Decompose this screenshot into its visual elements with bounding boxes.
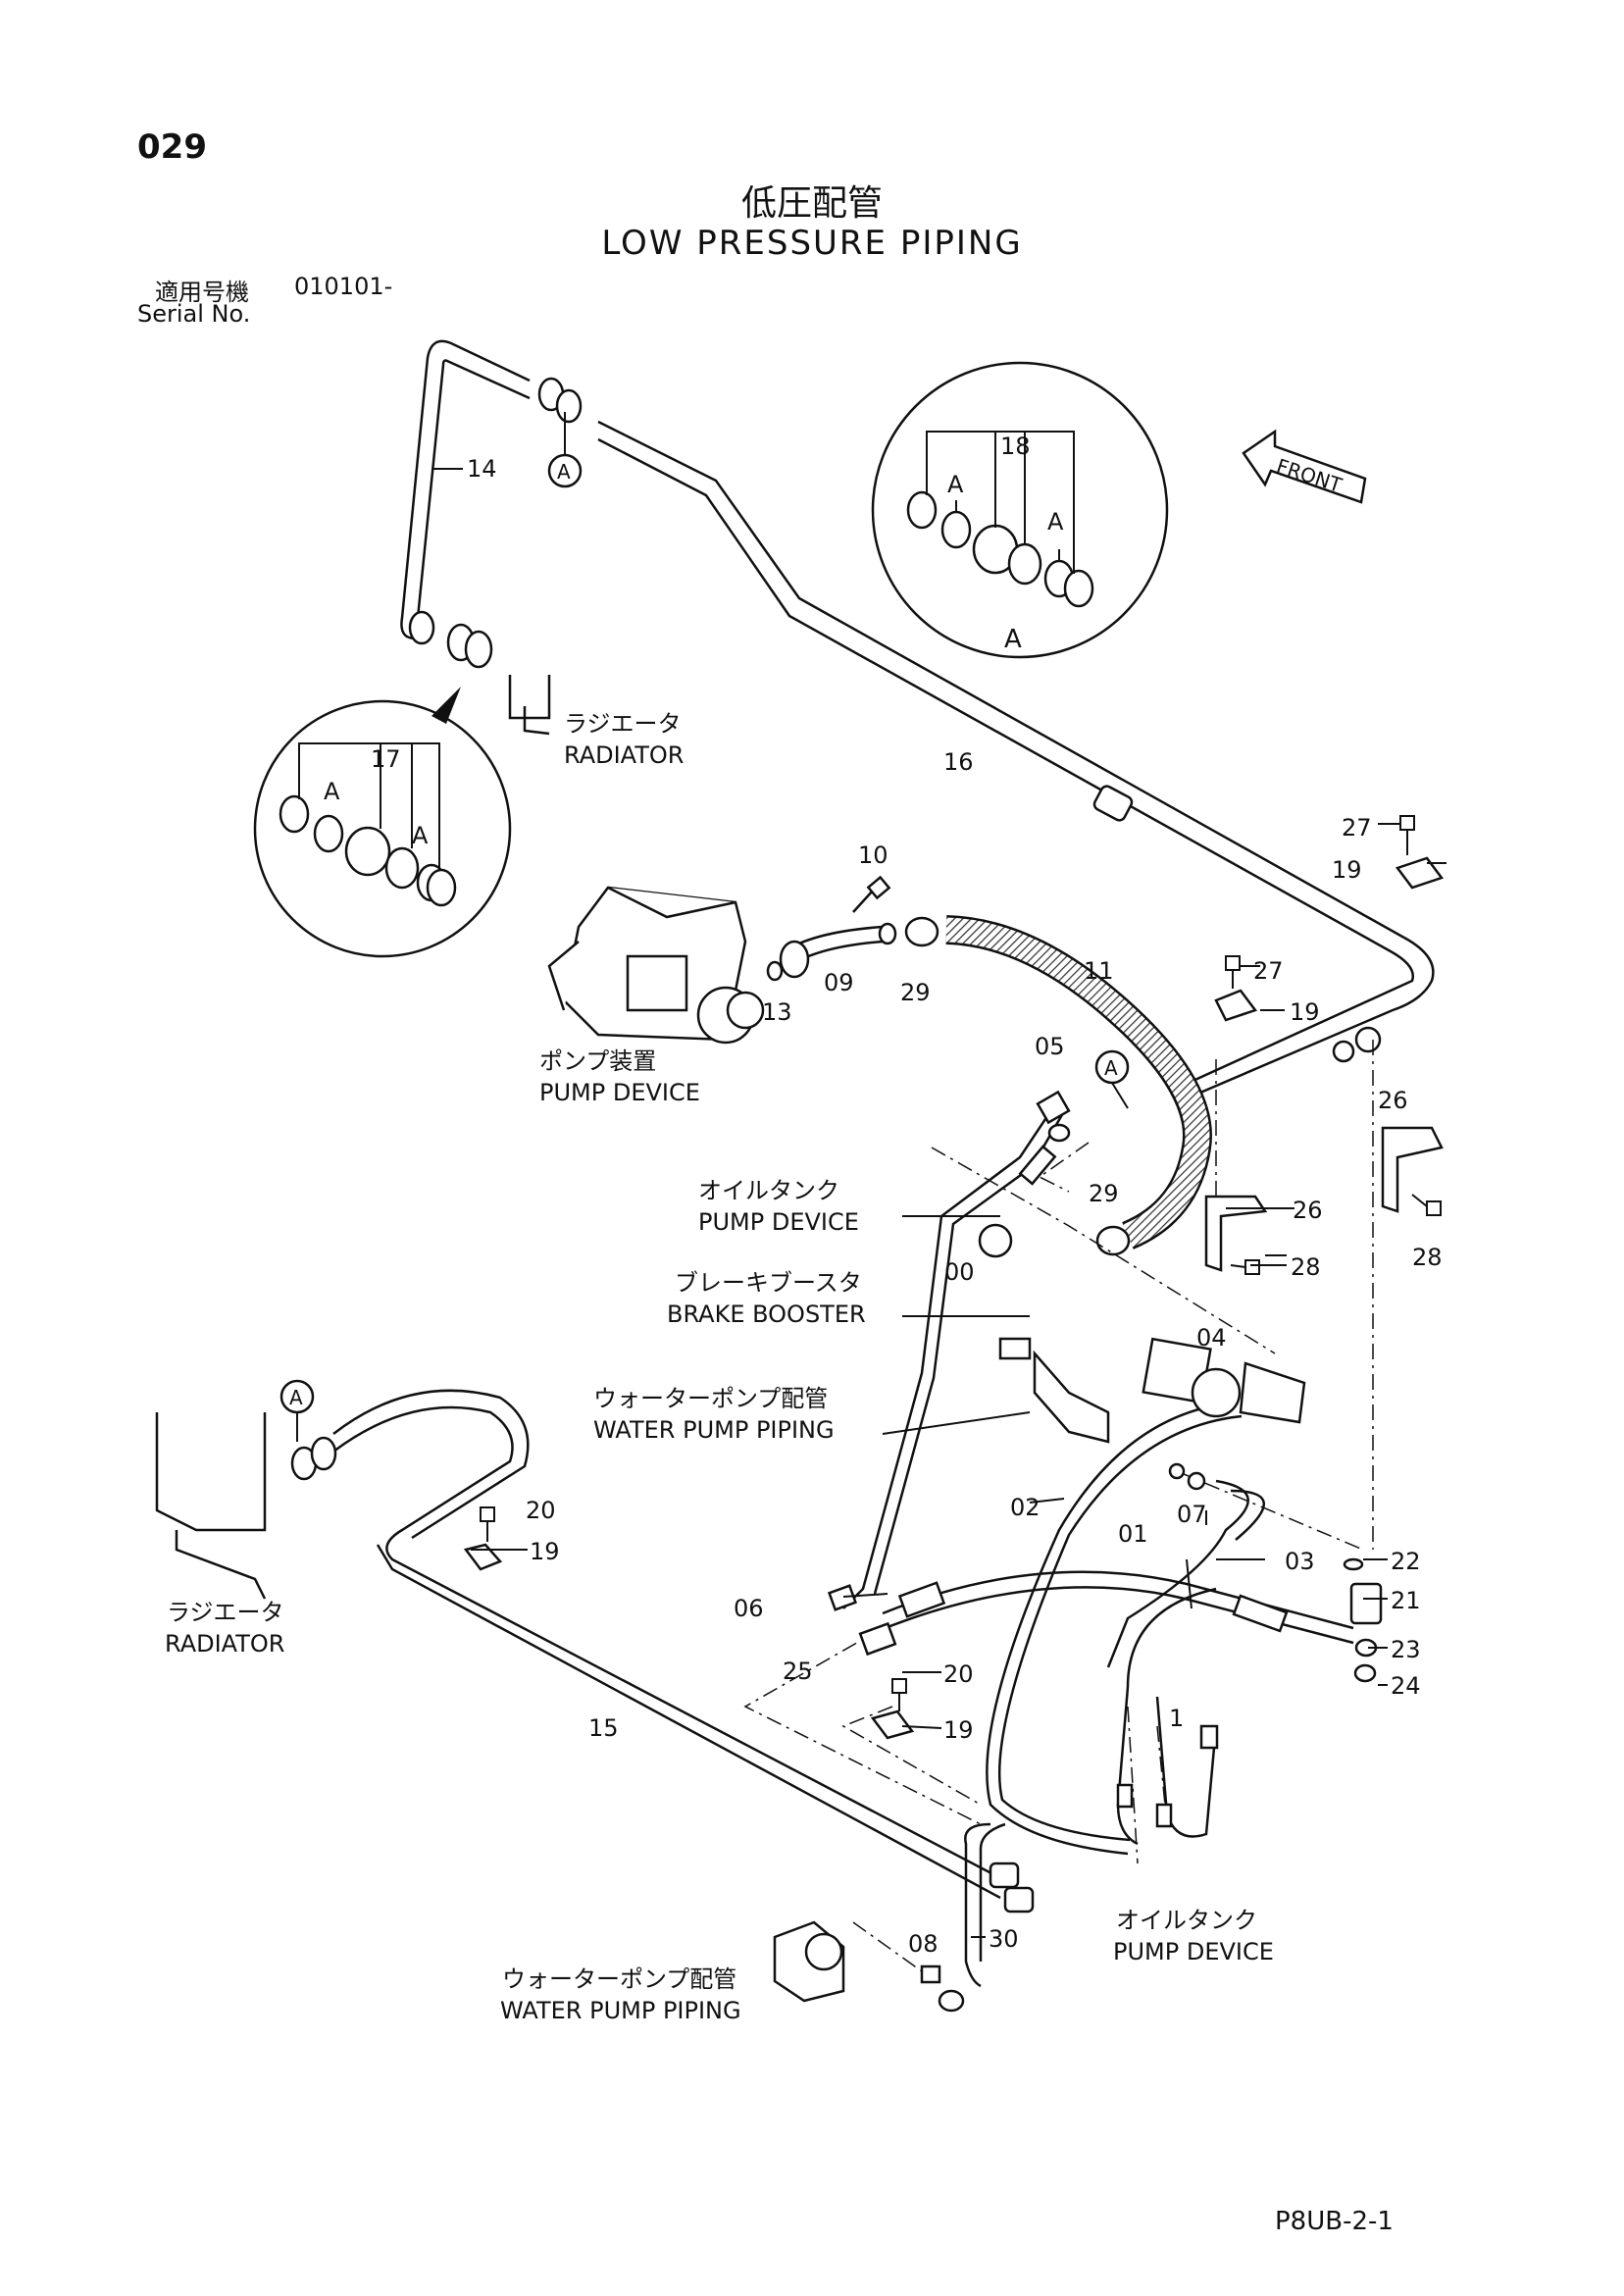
svg-text:26: 26 (1293, 1197, 1323, 1224)
svg-text:21: 21 (1391, 1587, 1421, 1614)
front-arrow-icon: FRONT (1242, 429, 1367, 504)
svg-text:13: 13 (762, 998, 792, 1026)
component-labels: オイルタンク PUMP DEVICE ブレーキブースタ BRAKE BOOSTE… (500, 1177, 1274, 2024)
svg-text:20: 20 (943, 1660, 974, 1688)
svg-text:16: 16 (943, 748, 974, 776)
svg-text:30: 30 (989, 1925, 1019, 1953)
radiator-stub-top (508, 675, 551, 736)
detail-circle-a-top: A 18 A A (871, 361, 1169, 659)
svg-text:05: 05 (1035, 1033, 1065, 1060)
svg-text:07: 07 (1177, 1501, 1207, 1528)
svg-text:20: 20 (526, 1497, 556, 1524)
svg-text:00: 00 (944, 1258, 975, 1286)
svg-text:19: 19 (943, 1716, 974, 1744)
svg-text:03: 03 (1285, 1548, 1315, 1575)
svg-text:25: 25 (783, 1658, 813, 1685)
serial-label-japanese: 適用号機 (155, 279, 249, 306)
hydraulic-lines (842, 1097, 1354, 1988)
water-pump-en-lower: WATER PUMP PIPING (500, 1997, 741, 2024)
pump-device-en: PUMP DEVICE (539, 1079, 700, 1106)
title-japanese: 低圧配管 (740, 183, 883, 224)
svg-text:27: 27 (1342, 814, 1372, 842)
radiator-lower (155, 1412, 267, 1600)
pipe-14 (400, 339, 531, 640)
part-callouts: 14 16 10 11 13 09 29 05 29 27 19 27 19 2… (467, 455, 1443, 1958)
oil-tank-jp-upper: オイルタンク (698, 1177, 839, 1204)
page-number: 029 (137, 128, 207, 167)
center-lines (743, 1040, 1374, 1972)
svg-text:23: 23 (1391, 1636, 1421, 1663)
oil-tank-en-lower: PUMP DEVICE (1113, 1938, 1274, 1965)
svg-text:1: 1 (1169, 1705, 1184, 1732)
detail-a-label-top: A (1004, 625, 1022, 654)
oil-tank-en-upper: PUMP DEVICE (698, 1208, 859, 1236)
brake-booster-jp: ブレーキブースタ (675, 1269, 862, 1297)
leader-lines (296, 412, 1446, 1938)
svg-text:27: 27 (1253, 957, 1284, 985)
svg-text:26: 26 (1378, 1087, 1408, 1114)
brake-booster-en: BRAKE BOOSTER (667, 1301, 866, 1328)
radiator-en-lower: RADIATOR (165, 1630, 284, 1658)
svg-text:24: 24 (1391, 1672, 1421, 1700)
part-18: 18 (1000, 433, 1031, 460)
svg-text:15: 15 (588, 1714, 619, 1742)
svg-text:A: A (1104, 1056, 1118, 1080)
coupler-icon (1092, 785, 1382, 1063)
svg-text:22: 22 (1391, 1548, 1421, 1575)
svg-text:14: 14 (467, 455, 497, 483)
oil-tank-jp-lower: オイルタンク (1116, 1907, 1257, 1934)
hose-clamp-icon (408, 377, 583, 669)
radiator-jp-top: ラジエータ (564, 710, 682, 738)
water-pump-jp-upper: ウォーターポンプ配管 (593, 1385, 828, 1412)
water-pump-jp-lower: ウォーターポンプ配管 (502, 1965, 736, 1993)
svg-text:19: 19 (530, 1538, 560, 1565)
small-bolt-icon (480, 815, 1442, 1711)
svg-text:29: 29 (1089, 1180, 1119, 1207)
hose-11 (904, 915, 1212, 1256)
serial-value: 010101- (294, 273, 393, 300)
svg-text:11: 11 (1084, 957, 1114, 985)
marker-a-labels: A A A (289, 460, 1118, 1409)
bolt-icon (852, 875, 891, 913)
svg-text:A: A (557, 460, 571, 484)
radiator-en-top: RADIATOR (564, 741, 684, 769)
detail-circle-a-left: 17 A A (253, 687, 512, 958)
bracket-icon (463, 856, 1445, 1740)
svg-text:28: 28 (1412, 1244, 1443, 1271)
hose-09 (766, 922, 897, 982)
footer-code: P8UB-2-1 (1275, 2207, 1394, 2236)
svg-text:08: 08 (908, 1930, 939, 1958)
serial-label-english: Serial No. (137, 300, 251, 328)
water-pump-en-upper: WATER PUMP PIPING (593, 1416, 835, 1444)
svg-text:02: 02 (1010, 1494, 1040, 1521)
svg-text:04: 04 (1196, 1324, 1227, 1352)
detail-a-sub-3: A (324, 778, 340, 805)
detail-a-sub-1: A (947, 471, 964, 498)
pipe-15 (332, 1389, 1011, 1900)
svg-text:01: 01 (1118, 1520, 1148, 1548)
svg-text:29: 29 (900, 979, 931, 1006)
part-17: 17 (371, 745, 401, 773)
title-english: LOW PRESSURE PIPING (601, 224, 1023, 263)
detail-a-sub-2: A (1047, 508, 1064, 536)
pump-device-icon (547, 886, 765, 1045)
svg-text:19: 19 (1290, 998, 1320, 1026)
detail-a-sub-4: A (412, 822, 429, 849)
pump-device-jp: ポンプ装置 (539, 1047, 656, 1075)
svg-text:A: A (289, 1386, 303, 1409)
svg-text:19: 19 (1332, 856, 1362, 884)
svg-text:09: 09 (824, 969, 854, 996)
hose-clamp-icon (290, 1436, 1035, 1913)
radiator-jp-lower: ラジエータ (167, 1599, 284, 1626)
pipe-16 (597, 420, 1435, 1100)
svg-text:10: 10 (858, 842, 888, 869)
svg-text:06: 06 (734, 1595, 764, 1622)
svg-text:28: 28 (1291, 1253, 1321, 1281)
